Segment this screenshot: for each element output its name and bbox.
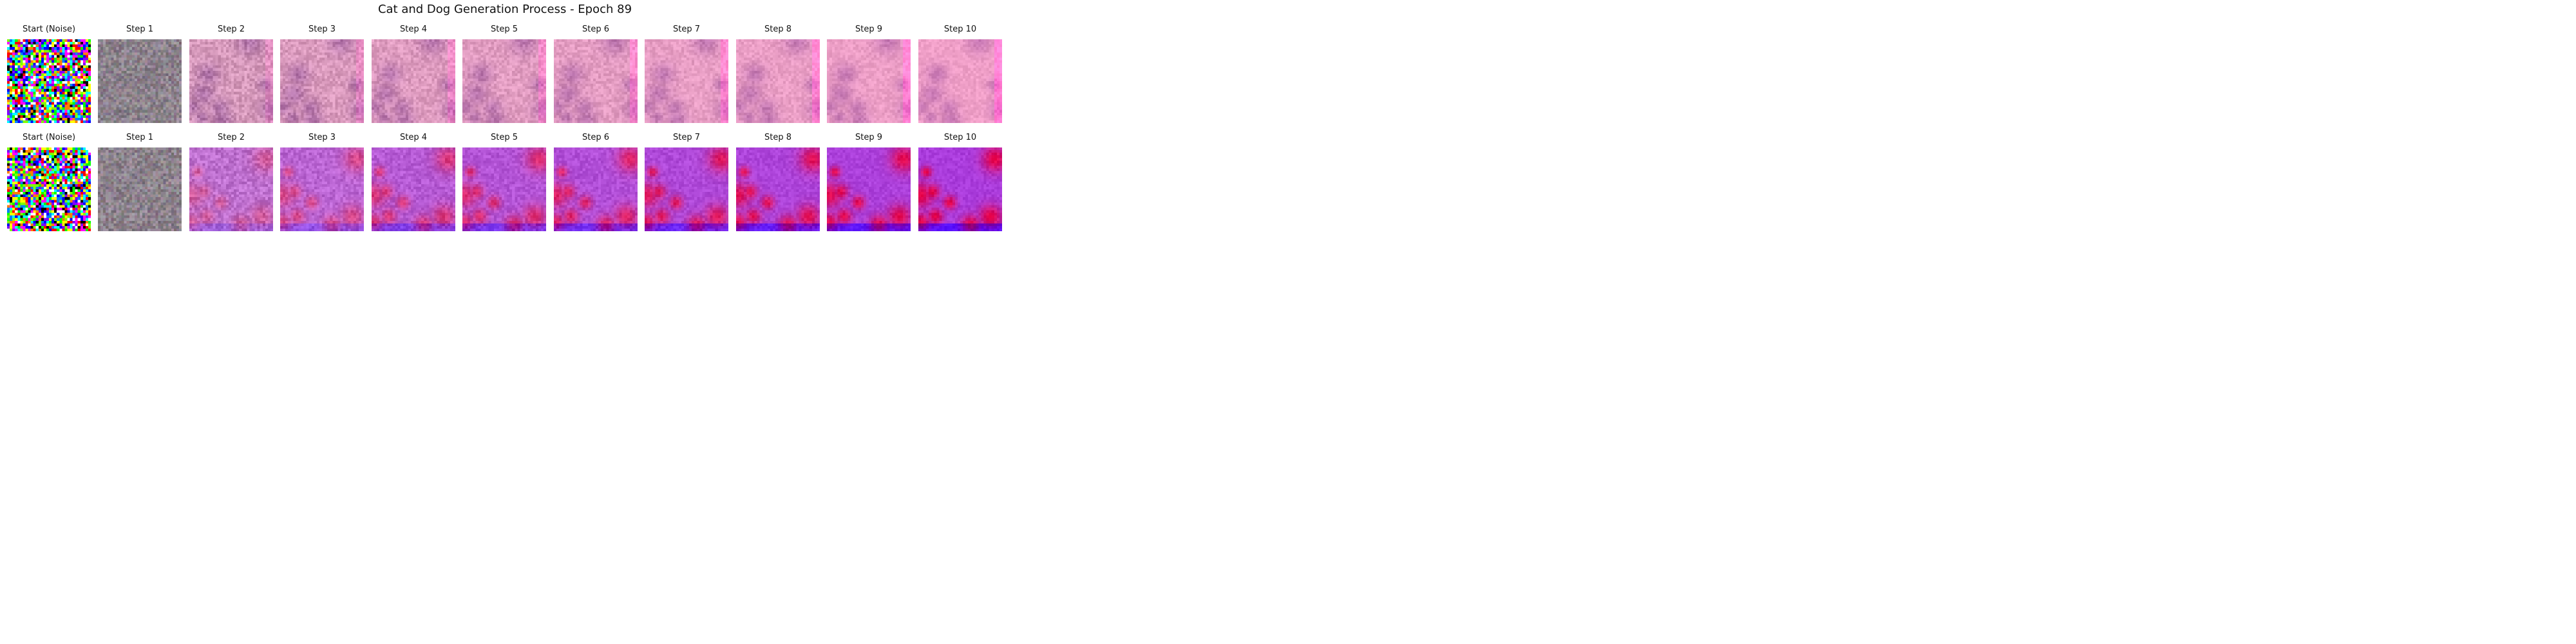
panel-title: Step 6 bbox=[582, 133, 609, 142]
row1-panel-3: Step 3 bbox=[280, 24, 364, 123]
row1-panel-2: Step 2 bbox=[189, 24, 273, 123]
row2-panel-3: Step 3 bbox=[280, 133, 364, 231]
row2-panel-6: Step 6 bbox=[554, 133, 638, 231]
row2-panel-4: Step 4 bbox=[372, 133, 455, 231]
panel-title: Step 5 bbox=[490, 133, 518, 142]
panel-title: Step 6 bbox=[582, 24, 609, 34]
panel-title: Step 5 bbox=[490, 24, 518, 34]
row2-panel-1: Step 1 bbox=[98, 133, 182, 231]
generated-image bbox=[827, 39, 911, 123]
row1-panel-0: Start (Noise) bbox=[7, 24, 91, 123]
generated-image bbox=[918, 39, 1002, 123]
generated-image bbox=[554, 147, 638, 231]
panel-title: Start (Noise) bbox=[22, 24, 76, 34]
generated-image bbox=[645, 147, 728, 231]
generated-image bbox=[189, 147, 273, 231]
generated-image bbox=[372, 39, 455, 123]
panel-title: Step 9 bbox=[855, 133, 882, 142]
row1-panel-8: Step 8 bbox=[736, 24, 820, 123]
row2-panel-0: Start (Noise) bbox=[7, 133, 91, 231]
panel-title: Step 10 bbox=[943, 24, 977, 34]
panel-title: Step 1 bbox=[126, 24, 153, 34]
generated-image bbox=[98, 147, 182, 231]
row2-panel-9: Step 9 bbox=[827, 133, 911, 231]
generated-image bbox=[736, 147, 820, 231]
generated-image bbox=[554, 39, 638, 123]
row1-panel-5: Step 5 bbox=[462, 24, 546, 123]
generated-image bbox=[462, 39, 546, 123]
row2-panel-7: Step 7 bbox=[645, 133, 728, 231]
panel-title: Step 10 bbox=[943, 133, 977, 142]
row1-panel-9: Step 9 bbox=[827, 24, 911, 123]
generated-image bbox=[189, 39, 273, 123]
panel-title: Step 8 bbox=[764, 133, 791, 142]
panel-title: Step 9 bbox=[855, 24, 882, 34]
generated-image bbox=[372, 147, 455, 231]
panel-title: Step 3 bbox=[308, 133, 336, 142]
panel-title: Step 4 bbox=[399, 133, 427, 142]
generated-image bbox=[7, 39, 91, 123]
panel-title: Start (Noise) bbox=[22, 133, 76, 142]
row1-panel-1: Step 1 bbox=[98, 24, 182, 123]
row1-panel-6: Step 6 bbox=[554, 24, 638, 123]
panel-title: Step 7 bbox=[672, 133, 700, 142]
panel-title: Step 2 bbox=[217, 133, 245, 142]
row1-panel-4: Step 4 bbox=[372, 24, 455, 123]
generated-image bbox=[98, 39, 182, 123]
row1-panel-7: Step 7 bbox=[645, 24, 728, 123]
panel-title: Step 2 bbox=[217, 24, 245, 34]
panel-title: Step 7 bbox=[672, 24, 700, 34]
row2-panel-8: Step 8 bbox=[736, 133, 820, 231]
row1-panel-10: Step 10 bbox=[918, 24, 1002, 123]
generated-image bbox=[736, 39, 820, 123]
generated-image bbox=[280, 39, 364, 123]
generated-image bbox=[645, 39, 728, 123]
panel-title: Step 1 bbox=[126, 133, 153, 142]
row2-panel-2: Step 2 bbox=[189, 133, 273, 231]
generated-image bbox=[918, 147, 1002, 231]
panel-title: Step 4 bbox=[399, 24, 427, 34]
generated-image bbox=[280, 147, 364, 231]
generated-image bbox=[827, 147, 911, 231]
row2-panel-10: Step 10 bbox=[918, 133, 1002, 231]
generated-image bbox=[462, 147, 546, 231]
row2-panel-5: Step 5 bbox=[462, 133, 546, 231]
panel-title: Step 3 bbox=[308, 24, 336, 34]
figure-title: Cat and Dog Generation Process - Epoch 8… bbox=[377, 3, 632, 16]
panel-title: Step 8 bbox=[764, 24, 791, 34]
generated-image bbox=[7, 147, 91, 231]
